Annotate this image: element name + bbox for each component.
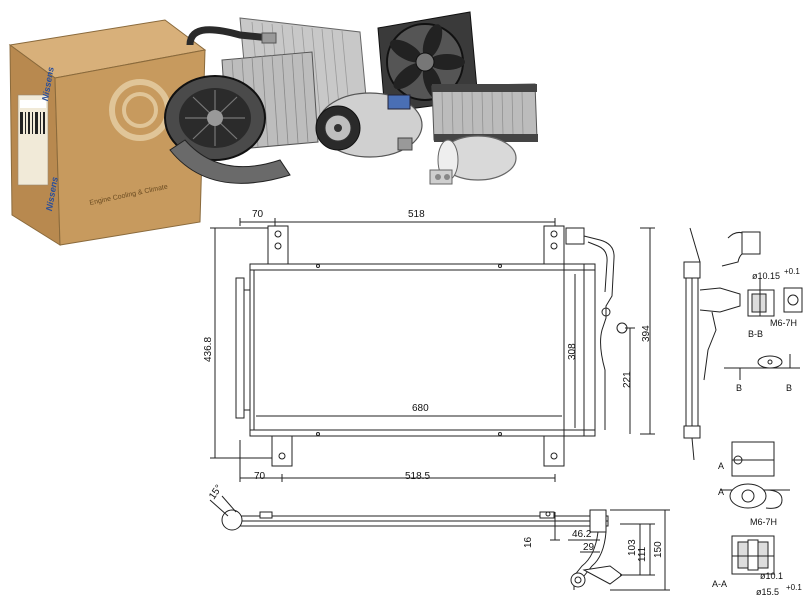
dia-top: ø10.15 <box>752 271 781 281</box>
dim-bottom-main: 518.5 <box>405 471 431 482</box>
front-view-drawing <box>210 218 655 482</box>
dia-top-tol: +0.1 <box>784 267 800 276</box>
box-icon: Engine Cooling & Climate <box>8 19 207 246</box>
dim-150: 150 <box>653 541 664 558</box>
section-aa: A-A <box>712 579 728 589</box>
dim-core-width: 680 <box>412 403 429 414</box>
dim-111: 111 <box>637 546 648 562</box>
blower-motor-icon <box>164 75 291 184</box>
bottom-view-drawing <box>209 495 670 591</box>
side-view-drawing <box>683 227 803 575</box>
fan-icon <box>377 11 479 113</box>
thread-top: M6-7H <box>770 318 798 328</box>
marker-b-right: B <box>786 383 793 393</box>
marker-a-right: A <box>718 487 725 497</box>
dryer-icon <box>429 135 517 185</box>
dim-side-b: 221 <box>622 371 633 388</box>
dia-bottom-2-tol: +0.1 <box>786 583 802 592</box>
hose-icon <box>186 26 277 46</box>
dim-core-height: 308 <box>567 343 578 360</box>
dim-top-left: 70 <box>252 209 264 220</box>
dim-top-main: 518 <box>408 209 425 220</box>
marker-b-left: B <box>736 383 743 393</box>
thread-bottom: M6-7H <box>750 517 778 527</box>
section-bb: B-B <box>748 329 764 339</box>
compressor-icon <box>315 92 423 158</box>
dia-bottom-1: ø10.1 <box>760 571 784 581</box>
radiator-icon <box>431 83 538 142</box>
dia-bottom-2: ø15.5 <box>756 587 780 597</box>
dim-height-total: 436.8 <box>203 336 214 362</box>
dim-16: 16 <box>523 536 534 548</box>
dim-side-a: 394 <box>641 325 652 342</box>
dim-29: 29 <box>583 542 595 553</box>
marker-a-left: A <box>718 461 725 471</box>
dim-46: 46.2 <box>572 529 592 540</box>
dim-bottom-left: 70 <box>254 471 266 482</box>
